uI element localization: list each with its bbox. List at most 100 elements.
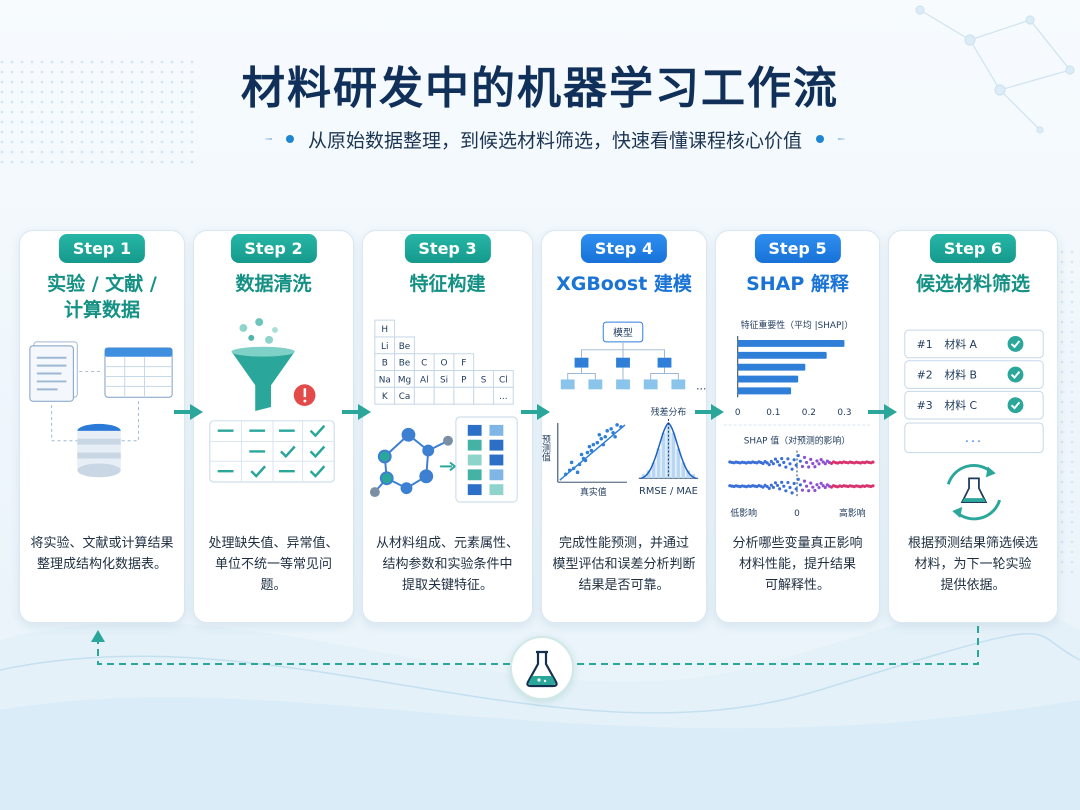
shap-point bbox=[813, 488, 817, 493]
step-card-4: Step 4 XGBoost 建模 模型 ... 预测值 真实值 残差分布 bbox=[541, 230, 707, 623]
shap-point bbox=[805, 484, 809, 488]
desc-line: 可解释性。 bbox=[764, 578, 830, 593]
flow-arrow-icon bbox=[174, 404, 203, 420]
element-symbol: ... bbox=[499, 392, 507, 402]
element-cell bbox=[492, 386, 514, 405]
element-symbol: C bbox=[421, 359, 427, 369]
element-cell bbox=[453, 386, 475, 405]
shap-point bbox=[811, 461, 815, 466]
desc-line: 模型评估和误差分析判断 bbox=[552, 557, 696, 572]
element-symbol: Si bbox=[440, 375, 448, 385]
desc-line: 完成性能预测，并通过 bbox=[558, 536, 689, 551]
residual-bar bbox=[676, 448, 681, 479]
svg-text:...: ... bbox=[965, 431, 983, 446]
shap-point bbox=[790, 467, 794, 471]
shap-point bbox=[769, 459, 773, 464]
shap-point bbox=[794, 487, 798, 491]
shap-point bbox=[802, 479, 807, 483]
svg-text:特征重要性（平均 |SHAP|）: 特征重要性（平均 |SHAP|） bbox=[741, 319, 853, 331]
spreadsheet-icon bbox=[104, 347, 173, 398]
desc-line: 单位不统一等常见问题。 bbox=[214, 557, 332, 593]
scatter-point bbox=[595, 440, 600, 445]
step-badge: Step 4 bbox=[580, 234, 668, 263]
residual-bar bbox=[641, 474, 646, 479]
svg-text:RMSE / MAE: RMSE / MAE bbox=[639, 486, 698, 497]
svg-text:真实值: 真实值 bbox=[580, 486, 607, 498]
shap-point bbox=[802, 455, 807, 460]
step-description: 完成性能预测，并通过 模型评估和误差分析判断 结果是否可靠。 bbox=[552, 533, 696, 596]
residual-bar bbox=[671, 432, 676, 479]
scatter-point bbox=[599, 436, 604, 441]
scatter-point bbox=[611, 431, 615, 435]
importance-bar bbox=[737, 351, 827, 359]
step-description: 将实验、文献或计算结果 整理成结构化数据表。 bbox=[30, 533, 174, 575]
molecule-icon bbox=[369, 427, 453, 498]
database-icon bbox=[77, 423, 121, 478]
step-badge: Step 2 bbox=[230, 234, 317, 263]
importance-bar bbox=[737, 363, 806, 371]
shap-point bbox=[771, 485, 775, 489]
element-symbol: F bbox=[461, 359, 466, 369]
residual-bar bbox=[686, 470, 691, 479]
residual-bar bbox=[661, 432, 666, 479]
svg-text:0: 0 bbox=[794, 509, 800, 519]
background-wave bbox=[0, 599, 1080, 810]
shap-point bbox=[807, 465, 811, 469]
residual-bar bbox=[656, 448, 661, 479]
svg-text:预测值: 预测值 bbox=[542, 435, 550, 462]
residual-bar bbox=[651, 462, 656, 479]
element-symbol: B bbox=[382, 359, 388, 369]
divider bbox=[838, 138, 846, 140]
shap-point bbox=[784, 489, 788, 493]
scatter-point bbox=[597, 432, 602, 437]
feature-cell bbox=[467, 454, 482, 466]
residual-bar bbox=[691, 474, 696, 479]
scatter-point bbox=[619, 425, 623, 429]
shap-point bbox=[807, 489, 811, 493]
more-candidates: ... bbox=[904, 422, 1044, 454]
scatter-point bbox=[613, 434, 617, 439]
step-description: 从材料组成、元素属性、 结构参数和实验条件中 提取关键特征。 bbox=[373, 533, 522, 596]
subtitle-row: 从原始数据整理，到候选材料筛选，快速看懂课程核心价值 bbox=[265, 122, 846, 156]
step-description: 处理缺失值、异常值、 单位不统一等常见问题。 bbox=[204, 533, 343, 596]
svg-text:...: ... bbox=[696, 379, 706, 392]
element-symbol: Na bbox=[379, 375, 391, 385]
shap-point bbox=[767, 463, 771, 467]
check-icon bbox=[1007, 397, 1024, 414]
shap-point bbox=[805, 460, 809, 465]
element-symbol: Li bbox=[381, 342, 388, 352]
element-symbol: Al bbox=[420, 375, 429, 385]
shap-point bbox=[871, 460, 875, 464]
element-symbol: Ca bbox=[399, 392, 411, 402]
feature-cell bbox=[467, 424, 482, 436]
scatter-point bbox=[583, 458, 588, 463]
prediction-scatter-plot: 预测值 真实值 bbox=[542, 422, 627, 498]
svg-text:高影响: 高影响 bbox=[839, 507, 866, 519]
element-symbol: K bbox=[382, 392, 388, 402]
candidate-name: 材料 C bbox=[944, 398, 977, 412]
candidate-rank: #1 bbox=[917, 338, 933, 351]
shap-point bbox=[809, 457, 813, 461]
shap-point bbox=[800, 464, 805, 469]
scatter-point bbox=[567, 468, 572, 473]
shap-point bbox=[819, 458, 823, 462]
scatter-point bbox=[591, 442, 596, 447]
feature-cell bbox=[467, 469, 482, 481]
svg-text:低影响: 低影响 bbox=[730, 507, 757, 519]
divider bbox=[265, 138, 272, 140]
shap-point bbox=[775, 483, 780, 488]
xgboost-modeling-illustration: 模型 ... 预测值 真实值 残差分布 RMSE / MAE bbox=[542, 321, 706, 498]
shap-point bbox=[778, 487, 782, 491]
feature-matrix-icon bbox=[455, 416, 518, 503]
importance-bar bbox=[737, 375, 799, 383]
shap-point bbox=[773, 481, 778, 485]
feature-cell bbox=[489, 469, 504, 481]
shap-point bbox=[823, 462, 827, 466]
desc-line: 从材料组成、元素属性、 bbox=[375, 536, 519, 551]
shap-point bbox=[765, 461, 769, 465]
